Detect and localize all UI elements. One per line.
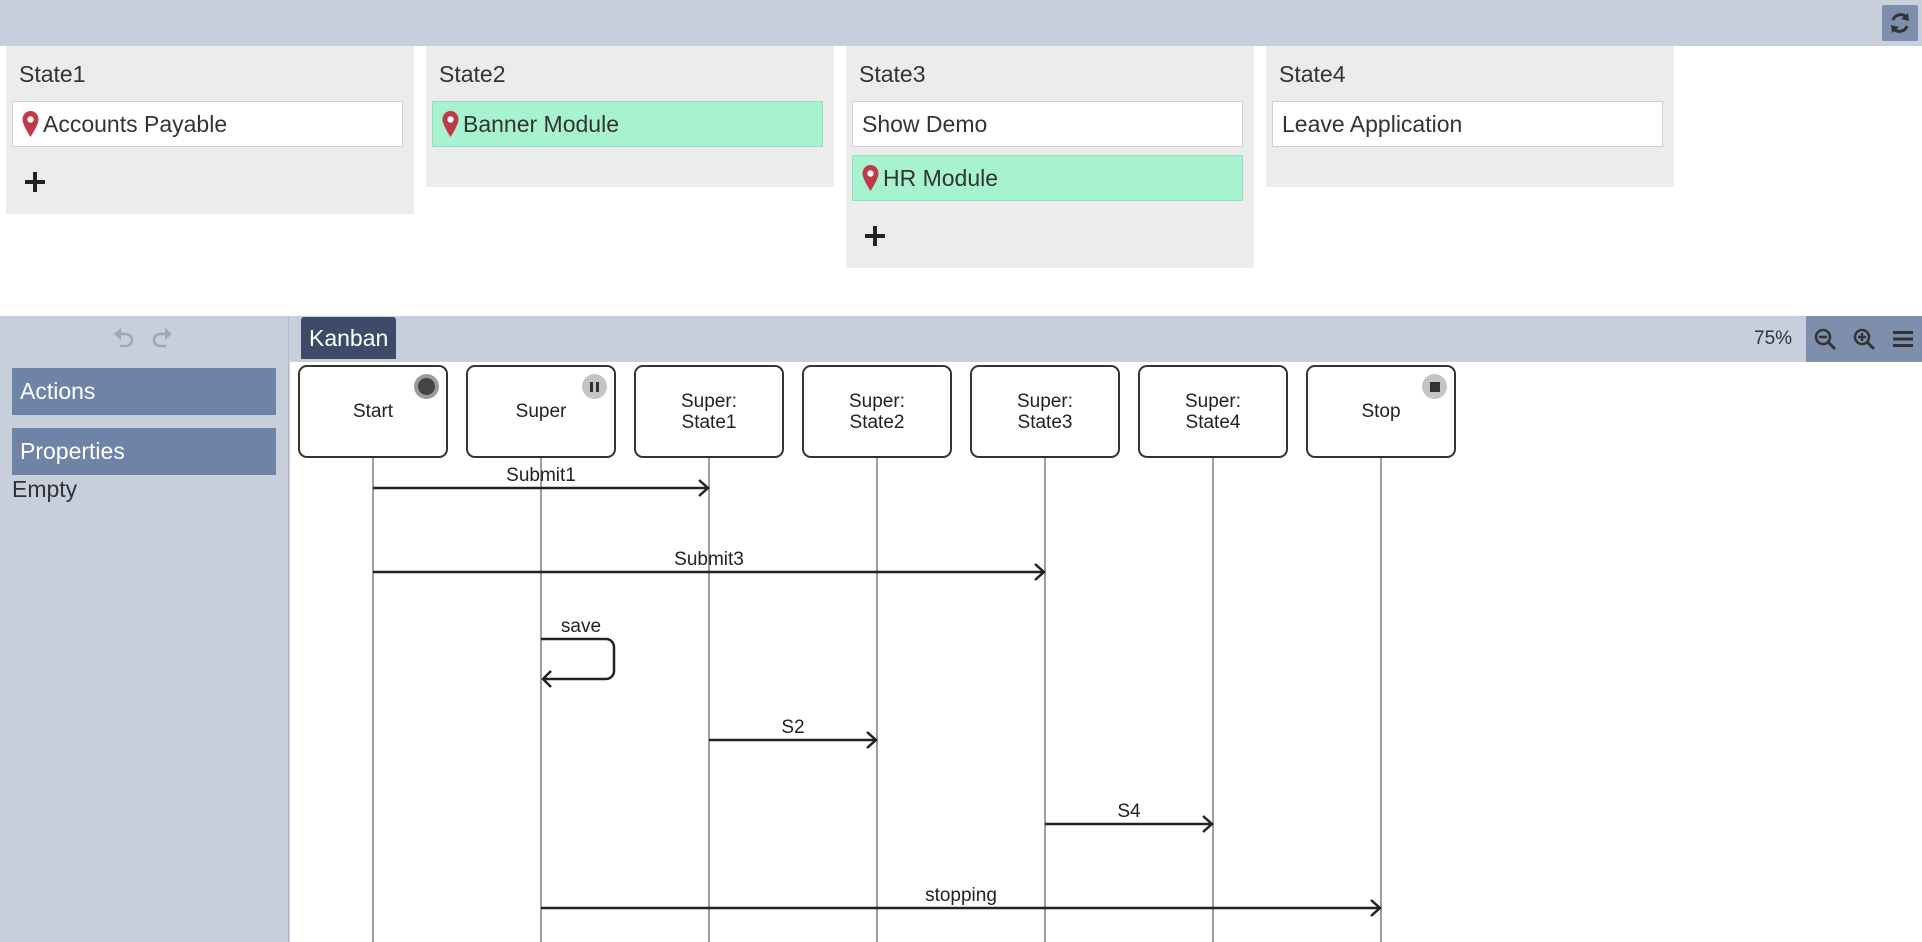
lifeline-label: Stop: [1361, 401, 1400, 422]
lane-title: State2: [439, 61, 506, 87]
kanban-lane: State4 Leave Application: [1266, 46, 1674, 187]
lane-title: State1: [19, 61, 86, 87]
map-pin-icon: [862, 165, 879, 191]
pause-marker-icon: [582, 374, 607, 399]
message-label: stopping: [925, 885, 997, 906]
lane-title: State4: [1279, 61, 1346, 87]
lifeline-label: Super:State3: [1017, 391, 1073, 433]
lifeline-label: Super:State4: [1185, 391, 1241, 433]
add-card-button[interactable]: [20, 167, 50, 197]
undo-redo-group: [108, 322, 178, 354]
properties-panel-button[interactable]: Properties: [12, 428, 276, 475]
lifeline-label-line1: Super:: [849, 390, 905, 412]
lifeline-box[interactable]: Super: [466, 365, 616, 458]
lifeline-label: Start: [353, 401, 393, 422]
lifeline-line: [708, 458, 710, 942]
zoom-in-button[interactable]: [1848, 323, 1880, 355]
card-label: Show Demo: [862, 110, 988, 137]
lifeline-box[interactable]: Super:State3: [970, 365, 1120, 458]
kanban-lane: State1 Accounts Payable: [6, 46, 414, 214]
lifeline-label-line1: Start: [352, 401, 394, 422]
lifeline-label-line1: Super:: [681, 390, 737, 412]
lifeline-label-line2: State3: [1017, 411, 1073, 433]
lifeline-label-line2: State4: [1185, 411, 1241, 433]
lifeline-line: [1044, 458, 1046, 942]
message-label: save: [560, 616, 602, 637]
kanban-card[interactable]: Banner Module: [432, 101, 823, 147]
zoom-in-icon: [1853, 328, 1876, 351]
properties-label: Properties: [20, 438, 125, 464]
lifeline-box[interactable]: Super:State4: [1138, 365, 1288, 458]
undo-button[interactable]: [108, 322, 140, 354]
menu-button[interactable]: [1887, 323, 1919, 355]
message-arrow[interactable]: [541, 899, 1382, 917]
left-sidebar: Actions Properties Empty: [0, 316, 289, 942]
zoom-out-icon: [1815, 328, 1837, 351]
message-arrow[interactable]: [709, 731, 878, 749]
redo-button[interactable]: [146, 322, 178, 354]
lifeline-label-line1: Stop: [1361, 401, 1401, 422]
top-toolbar: [0, 0, 1922, 46]
lifeline-box[interactable]: Stop: [1306, 365, 1456, 458]
lifeline-line: [540, 458, 542, 942]
lifeline-box[interactable]: Super:State2: [802, 365, 952, 458]
kanban-card[interactable]: Show Demo: [852, 101, 1243, 147]
tab-kanban[interactable]: Kanban: [301, 317, 397, 359]
message-arrow[interactable]: [373, 563, 1046, 581]
lifeline-line: [876, 458, 878, 942]
lifeline-label-line2: State2: [849, 411, 905, 433]
kanban-lane: State2 Banner Module: [426, 46, 834, 187]
message-label: Submit3: [674, 549, 744, 570]
lifeline-label-line2: State1: [681, 411, 737, 433]
lifeline-label: Super:State1: [681, 391, 737, 433]
undo-icon: [114, 328, 134, 348]
message-label: S2: [781, 717, 805, 738]
refresh-button[interactable]: [1882, 5, 1918, 41]
message-label: S4: [1117, 801, 1141, 822]
add-card-button[interactable]: [860, 221, 890, 251]
lane-title: State3: [859, 61, 926, 87]
zoom-out-button[interactable]: [1809, 323, 1841, 355]
lifeline-line: [372, 458, 374, 942]
lifeline-label: Super: [516, 401, 567, 422]
map-pin-icon: [22, 111, 39, 137]
lifeline-box[interactable]: Super:State1: [634, 365, 784, 458]
start-marker-icon: [414, 374, 439, 399]
message-label: Submit1: [506, 465, 576, 486]
message-arrows: [373, 479, 1382, 917]
message-arrow[interactable]: [1045, 815, 1214, 833]
kanban-card[interactable]: Accounts Payable: [12, 101, 403, 147]
lifeline-label-line1: Super:: [1185, 390, 1241, 412]
diagram-toolbar: Kanban 75%: [289, 316, 1922, 362]
lifeline-label-line1: Super:: [1017, 390, 1073, 412]
refresh-icon: [1891, 13, 1909, 33]
tab-kanban-label: Kanban: [309, 324, 389, 351]
message-arrow[interactable]: [541, 637, 616, 688]
menu-icon: [1892, 331, 1913, 347]
kanban-card[interactable]: Leave Application: [1272, 101, 1663, 147]
properties-empty-text: Empty: [12, 476, 78, 502]
lifeline-line: [1212, 458, 1214, 942]
lifeline-box[interactable]: Start: [298, 365, 448, 458]
lifeline-line: [1380, 458, 1382, 942]
card-label: Leave Application: [1282, 110, 1463, 137]
redo-icon: [152, 328, 172, 348]
card-label: HR Module: [883, 164, 999, 191]
lifeline-label: Super:State2: [849, 391, 905, 433]
message-arrow[interactable]: [373, 479, 710, 497]
kanban-lane: State3 Show Demo HR Module: [846, 46, 1254, 268]
stop-marker-icon: [1422, 374, 1447, 399]
actions-panel-button[interactable]: Actions: [12, 368, 276, 415]
lifeline-label-line1: Super: [515, 401, 567, 422]
kanban-card[interactable]: HR Module: [852, 155, 1243, 201]
diagram-tools: [1806, 316, 1922, 362]
actions-label: Actions: [20, 378, 96, 404]
zoom-level: 75%: [1754, 328, 1793, 349]
card-label: Accounts Payable: [43, 110, 228, 137]
map-pin-icon: [442, 111, 459, 137]
card-label: Banner Module: [463, 110, 619, 137]
